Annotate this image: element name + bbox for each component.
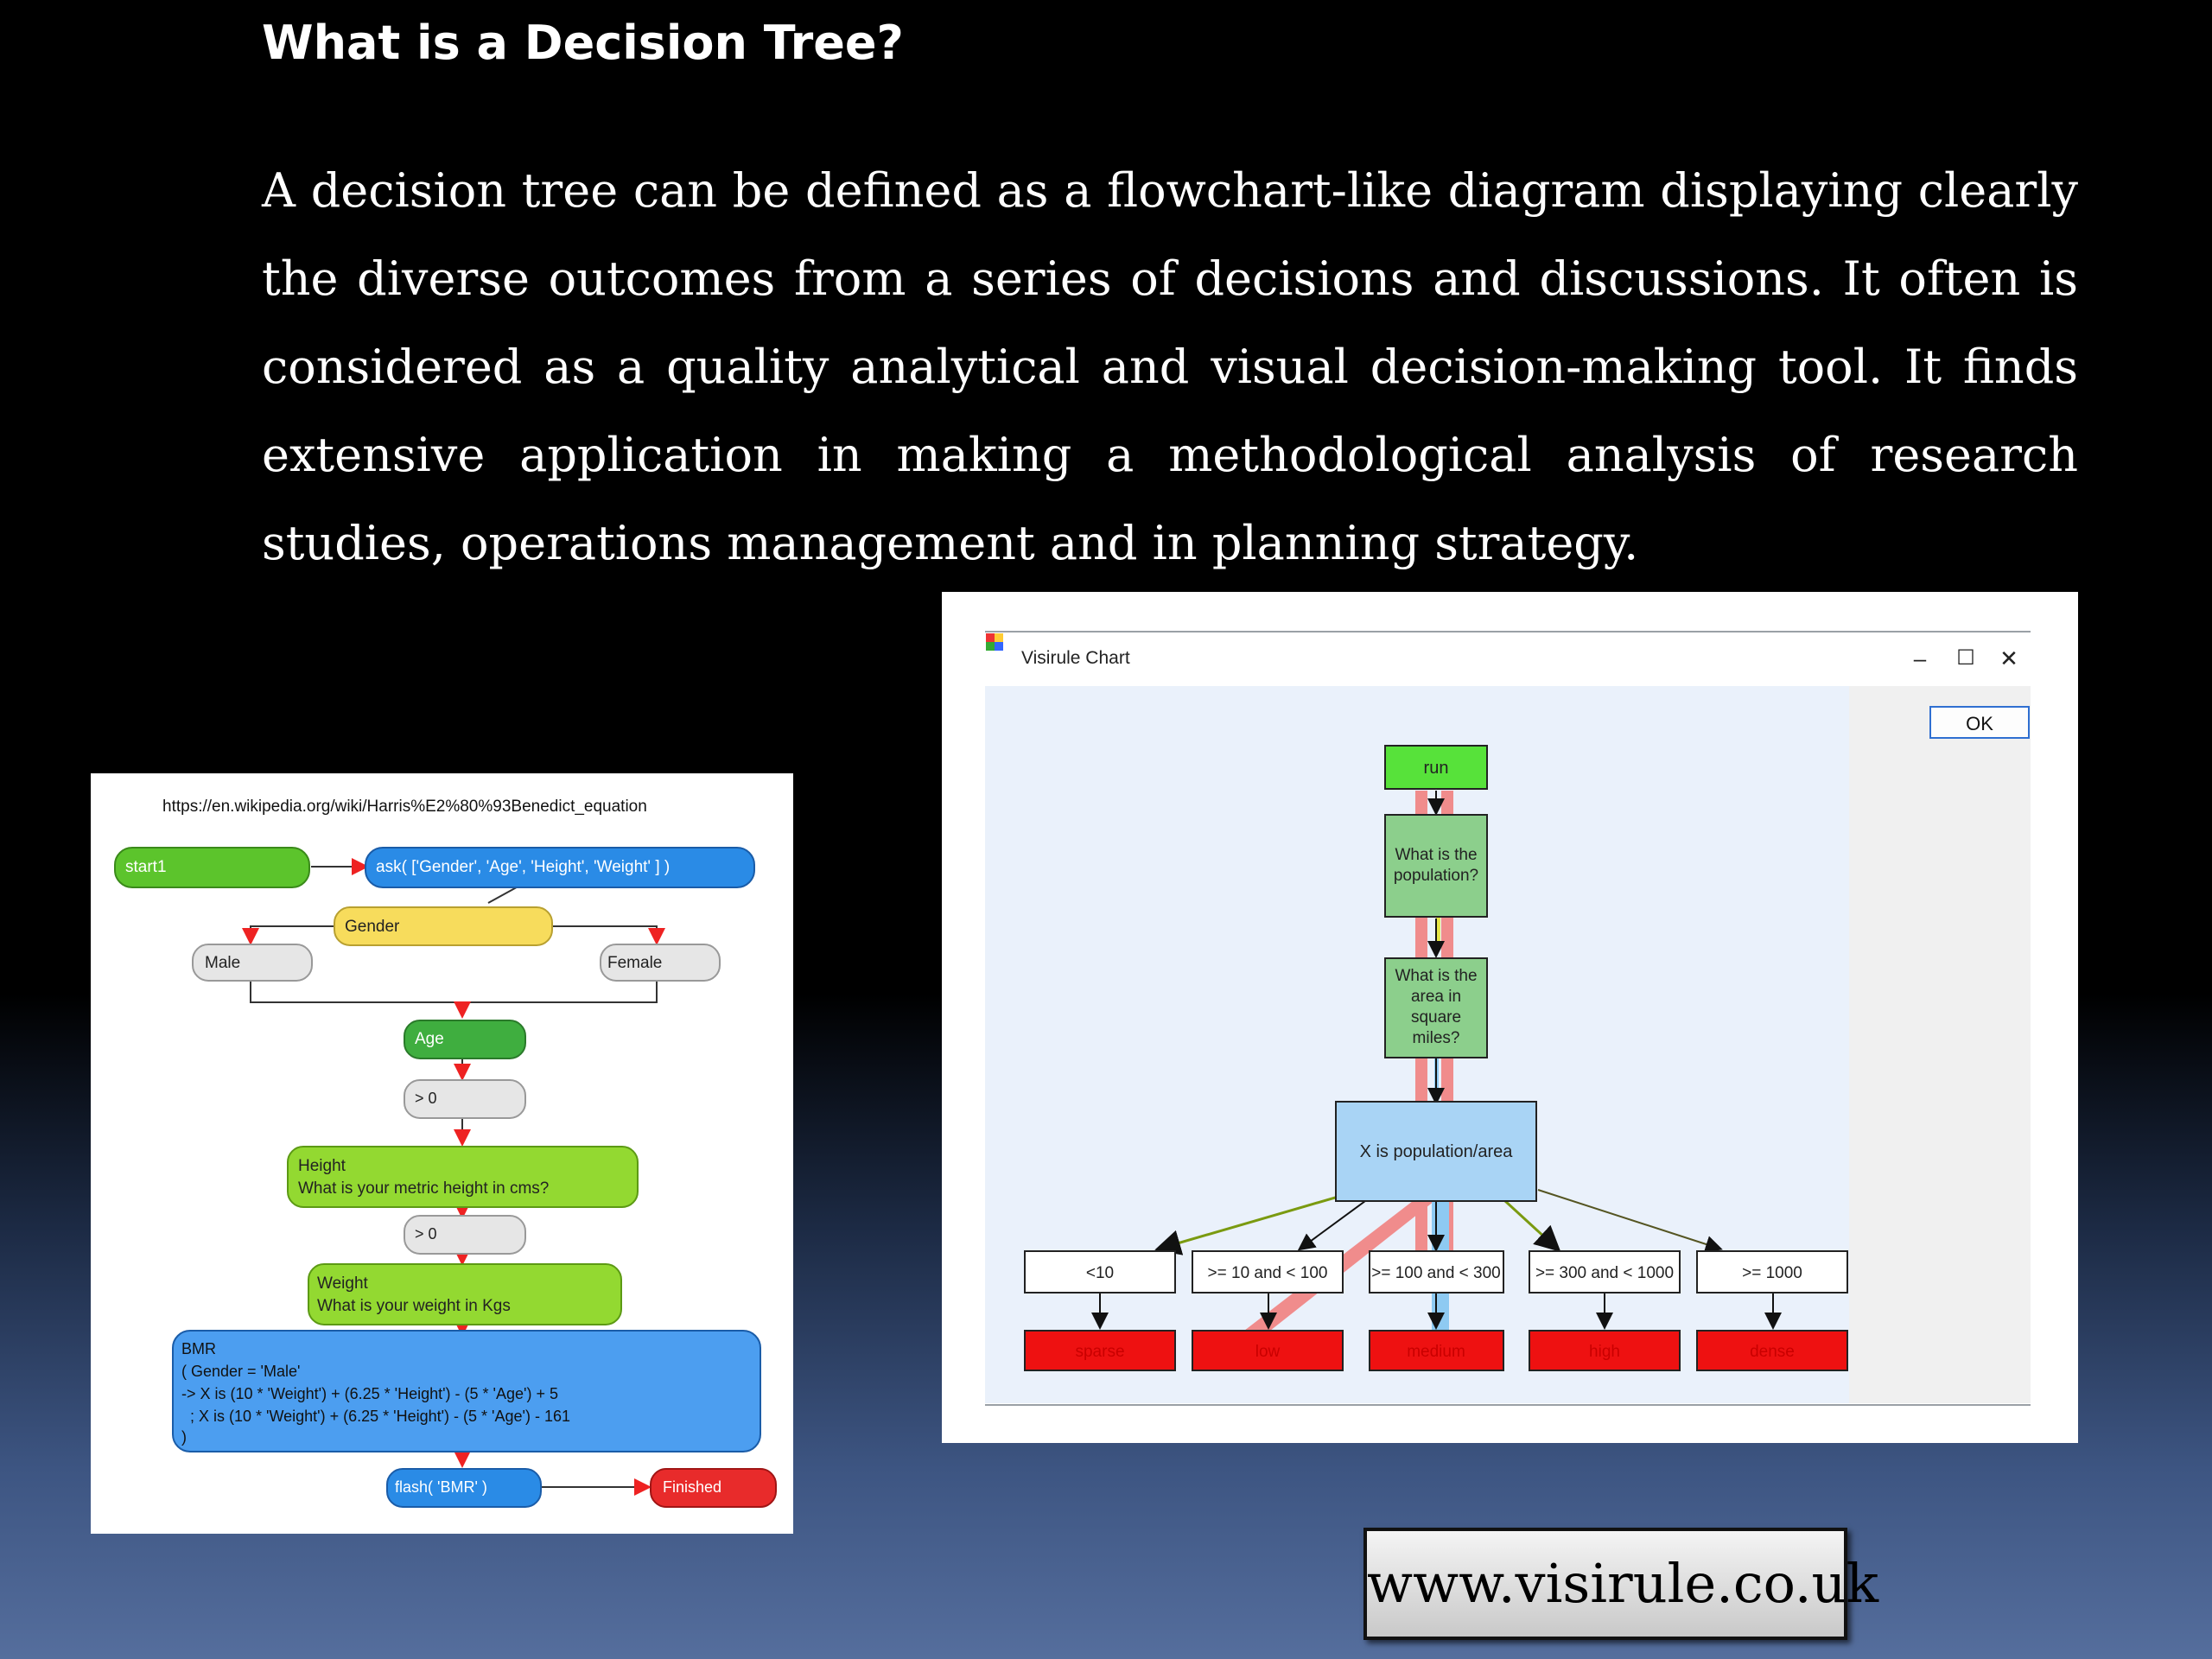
age-label: Age: [415, 1030, 444, 1048]
slide-body-text: A decision tree can be defined as a flow…: [262, 163, 2078, 570]
bmr-label-3: -> X is (10 * 'Weight') + (6.25 * 'Heigh…: [181, 1385, 558, 1402]
female-label: Female: [607, 954, 662, 972]
branch-conditions: <10 >= 10 and < 100 >= 100 and < 300 >= …: [1024, 1250, 1848, 1294]
outcome-label-5: dense: [1750, 1343, 1795, 1361]
weight-label-1: Weight: [317, 1274, 369, 1293]
calculation-node: [1335, 1101, 1537, 1202]
bmr-label-1: BMR: [181, 1340, 216, 1357]
window-title: Visirule Chart: [1021, 648, 1130, 668]
male-node: [192, 944, 313, 982]
visirule-app-icon: [986, 633, 1003, 651]
window-titlebar[interactable]: Visirule Chart – ☐ ✕: [985, 632, 2031, 686]
branch-label-3: >= 100 and < 300: [1371, 1264, 1501, 1282]
area-question-node: [1384, 957, 1488, 1058]
bmr-flowchart: https://en.wikipedia.org/wiki/Harris%E2%…: [114, 798, 777, 1508]
flash-label: flash( 'BMR' ): [395, 1478, 487, 1496]
finished-label: Finished: [663, 1478, 721, 1496]
age-condition-label: > 0: [415, 1090, 437, 1107]
flowchart-connectors: [242, 858, 665, 1496]
outcome-nodes: sparse low medium high dense: [1024, 1330, 1848, 1371]
male-label: Male: [205, 954, 240, 972]
bmr-label-2: ( Gender = 'Male': [181, 1363, 300, 1380]
branch-label-2: >= 10 and < 100: [1208, 1264, 1328, 1282]
branch-label-4: >= 300 and < 1000: [1535, 1264, 1674, 1282]
outcome-label-4: high: [1589, 1343, 1620, 1361]
area-question-3: square: [1411, 1008, 1461, 1027]
visirule-decision-tree: run What is the population? What is the …: [1024, 745, 1848, 1371]
height-label-2: What is your metric height in cms?: [298, 1179, 549, 1198]
outcome-label-2: low: [1255, 1343, 1281, 1361]
gender-label: Gender: [345, 918, 400, 936]
close-button[interactable]: ✕: [1999, 645, 2018, 671]
branch-label-5: >= 1000: [1742, 1264, 1802, 1282]
age-condition-node: [404, 1079, 526, 1119]
weight-node: [308, 1263, 622, 1325]
branch-label-1: <10: [1086, 1264, 1114, 1282]
minimize-button[interactable]: –: [1913, 645, 1927, 671]
height-label-1: Height: [298, 1157, 346, 1175]
visirule-chart-image: Visirule Chart – ☐ ✕ OK: [942, 592, 2078, 1443]
weight-label-2: What is your weight in Kgs: [317, 1297, 511, 1315]
area-question-2: area in: [1411, 988, 1461, 1006]
start-label: start1: [125, 858, 167, 876]
bmr-label-4: ; X is (10 * 'Weight') + (6.25 * 'Height…: [190, 1408, 570, 1425]
population-question-2: population?: [1394, 867, 1478, 885]
height-node: [287, 1146, 639, 1208]
bmr-node: [172, 1330, 761, 1452]
ok-button[interactable]: OK: [1929, 706, 2030, 739]
population-question-1: What is the: [1395, 846, 1477, 864]
bmr-label-5: ): [181, 1428, 187, 1446]
height-condition-label: > 0: [415, 1225, 437, 1243]
maximize-button[interactable]: ☐: [1956, 646, 1975, 670]
run-node: [1384, 745, 1488, 790]
side-panel: [1849, 686, 2031, 1403]
age-node: [404, 1020, 526, 1059]
population-question-node: [1384, 814, 1488, 918]
height-condition-node: [404, 1215, 526, 1255]
bmr-flowchart-image: https://en.wikipedia.org/wiki/Harris%E2%…: [91, 773, 793, 1534]
outcome-label-3: medium: [1407, 1343, 1465, 1361]
website-link[interactable]: www.visirule.co.uk: [1363, 1528, 1878, 1640]
start-node: [114, 847, 310, 888]
flash-node: [386, 1468, 542, 1508]
finished-node: [650, 1468, 777, 1508]
gender-node: [334, 906, 553, 946]
ask-label: ask( ['Gender', 'Age', 'Height', 'Weight…: [376, 858, 670, 876]
ask-node: [365, 847, 755, 888]
slide-title: What is a Decision Tree?: [262, 16, 904, 70]
female-node: [600, 944, 721, 982]
area-question-1: What is the: [1395, 967, 1477, 985]
run-label: run: [1424, 759, 1449, 778]
outcome-label-1: sparse: [1075, 1343, 1124, 1361]
calculation-label: X is population/area: [1360, 1142, 1514, 1161]
area-question-4: miles?: [1413, 1029, 1460, 1047]
flowchart-url: https://en.wikipedia.org/wiki/Harris%E2%…: [162, 798, 647, 816]
